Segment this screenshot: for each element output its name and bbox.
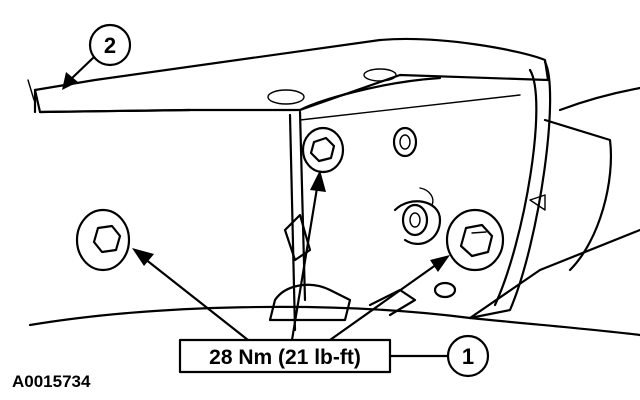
bracket-top-flange — [27, 37, 550, 114]
torque-label: 28 Nm (21 lb-ft) — [178, 338, 392, 374]
vehicle-body-outline — [28, 86, 640, 337]
bolt-top — [301, 126, 345, 174]
lower-mechanism — [268, 187, 457, 322]
figure-id: A0015734 — [12, 372, 91, 391]
torque-label-text: 28 Nm (21 lb-ft) — [209, 346, 361, 369]
callout-1: 1 — [388, 334, 490, 378]
callout-2: 2 — [62, 23, 132, 90]
callout-2-number: 2 — [104, 33, 116, 58]
torque-leader-lines — [132, 170, 450, 342]
washer — [392, 126, 418, 158]
bolt-left — [75, 208, 131, 272]
callout-1-number: 1 — [462, 344, 474, 369]
bolt-right — [445, 208, 505, 272]
